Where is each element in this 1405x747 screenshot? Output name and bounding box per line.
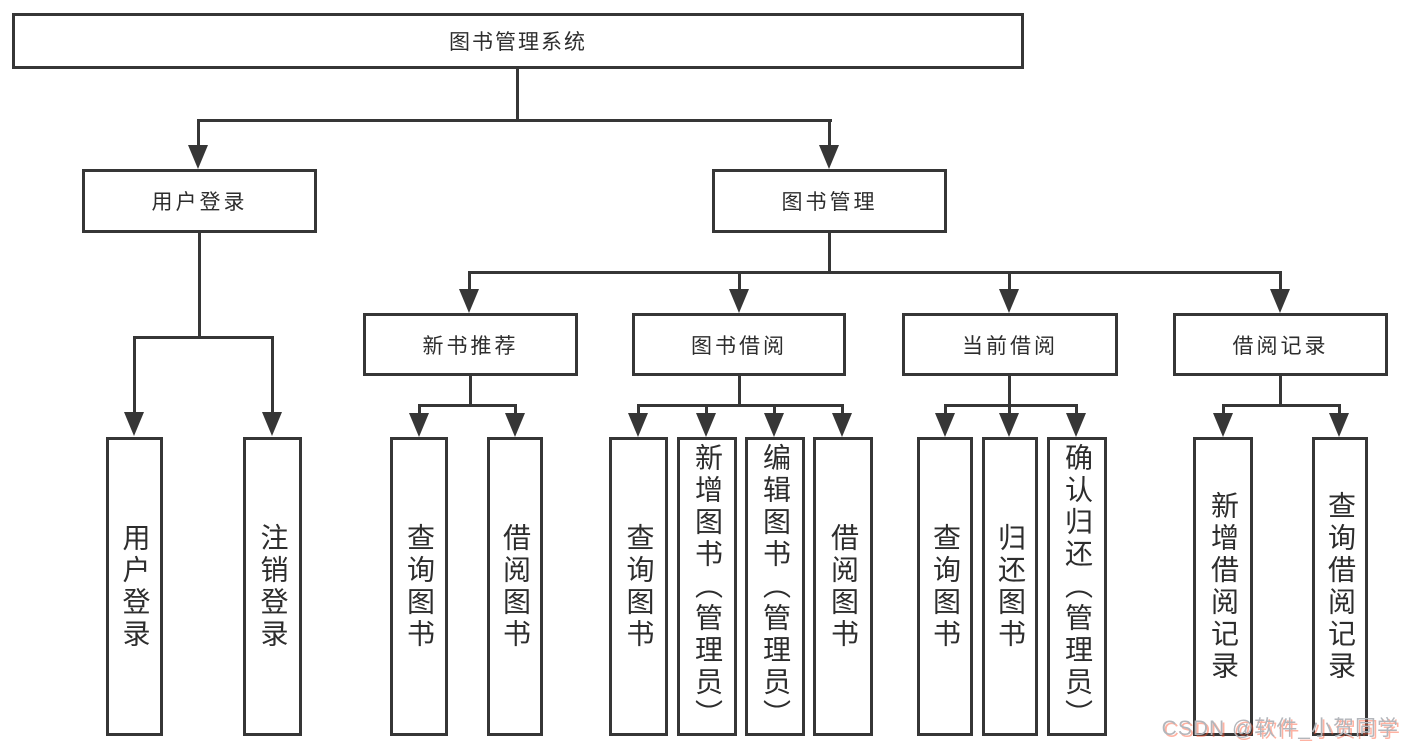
connector-drop [1008, 404, 1011, 415]
connector-stem [1279, 376, 1282, 407]
connector-drop [197, 119, 200, 147]
connector-drop [944, 404, 947, 415]
node-current-borrow-label: 当前借阅 [962, 334, 1058, 358]
arrow-down-icon [935, 413, 955, 437]
connector-drop [1338, 404, 1341, 415]
leaf-borrow-edit-admin: 编辑图书（管理员） [745, 437, 805, 736]
arrow-down-icon [729, 289, 749, 313]
arrow-down-icon [124, 412, 144, 436]
node-user-login: 用户登录 [82, 169, 317, 233]
leaf-user-login: 用户登录 [106, 437, 163, 736]
leaf-current-query-label: 查询图书 [930, 522, 961, 651]
connector-stem [469, 376, 472, 407]
connector-stem [738, 376, 741, 407]
connector-drop [773, 404, 776, 415]
connector-drop [1222, 404, 1225, 415]
connector-drop [637, 404, 640, 415]
node-current-borrow: 当前借阅 [902, 313, 1118, 376]
node-book-mgmt-label: 图书管理 [781, 191, 878, 214]
leaf-user-login-label: 用户登录 [119, 522, 151, 651]
leaf-borrow-add-admin-label: 新增图书（管理员） [692, 442, 723, 731]
leaf-newbook-query-label: 查询图书 [404, 522, 435, 651]
arrow-down-icon [696, 413, 716, 437]
arrow-down-icon [1329, 413, 1349, 437]
node-book-borrow: 图书借阅 [632, 313, 846, 376]
leaf-current-confirm-admin-label: 确认归还（管理员） [1062, 442, 1093, 731]
leaf-borrow-add-admin: 新增图书（管理员） [677, 437, 737, 736]
connector-branch [637, 404, 844, 407]
leaf-borrow-borrow: 借阅图书 [813, 437, 873, 736]
connector-drop [514, 404, 517, 415]
leaf-record-add: 新增借阅记录 [1193, 437, 1253, 736]
leaf-borrow-borrow-label: 借阅图书 [828, 522, 859, 651]
arrow-down-icon [188, 145, 208, 169]
arrow-down-icon [1270, 289, 1290, 313]
connector-drop [705, 404, 708, 415]
connector-stem [1008, 376, 1011, 407]
arrow-down-icon [409, 413, 429, 437]
leaf-logout-label: 注销登录 [257, 522, 289, 651]
leaf-newbook-borrow-label: 借阅图书 [500, 522, 531, 651]
connector-drop [133, 336, 136, 414]
connector-level2-branch [197, 119, 832, 122]
arrow-down-icon [999, 289, 1019, 313]
arrow-down-icon [459, 289, 479, 313]
leaf-record-query-label: 查询借阅记录 [1325, 490, 1356, 683]
leaf-borrow-query: 查询图书 [609, 437, 668, 736]
node-borrow-record-label: 借阅记录 [1232, 334, 1329, 358]
connector-drop [468, 271, 471, 291]
node-book-borrow-label: 图书借阅 [691, 334, 787, 358]
node-root: 图书管理系统 [12, 13, 1024, 69]
leaf-current-query: 查询图书 [917, 437, 973, 736]
leaf-borrow-edit-admin-label: 编辑图书（管理员） [760, 442, 791, 731]
connector-drop [418, 404, 421, 415]
arrow-down-icon [1213, 413, 1233, 437]
arrow-down-icon [832, 413, 852, 437]
arrow-down-icon [819, 145, 839, 169]
arrow-down-icon [1066, 413, 1086, 437]
arrow-down-icon [999, 413, 1019, 437]
leaf-newbook-query: 查询图书 [390, 437, 448, 736]
node-new-book: 新书推荐 [363, 313, 578, 376]
leaf-record-query: 查询借阅记录 [1312, 437, 1368, 736]
node-user-login-label: 用户登录 [151, 191, 248, 214]
connector-branch [418, 404, 517, 407]
connector-drop [1008, 271, 1011, 291]
connector-trunk [516, 69, 519, 121]
connector-level3-branch [468, 271, 1282, 274]
connector-drop [1279, 271, 1282, 291]
connector-drop [738, 271, 741, 291]
node-borrow-record: 借阅记录 [1173, 313, 1388, 376]
connector-drop [271, 336, 274, 414]
leaf-current-confirm-admin: 确认归还（管理员） [1047, 437, 1107, 736]
connector-drop [1075, 404, 1078, 415]
leaf-newbook-borrow: 借阅图书 [487, 437, 543, 736]
node-root-label: 图书管理系统 [449, 31, 587, 54]
arrow-down-icon [764, 413, 784, 437]
connector-branch [944, 404, 1078, 407]
connector-stem [828, 233, 831, 274]
connector-drop [841, 404, 844, 415]
leaf-borrow-query-label: 查询图书 [623, 522, 655, 651]
connector-drop [828, 119, 831, 147]
node-new-book-label: 新书推荐 [422, 334, 519, 358]
leaf-current-return-label: 归还图书 [995, 522, 1026, 651]
connector-branch [1222, 404, 1341, 407]
arrow-down-icon [505, 413, 525, 437]
leaf-logout: 注销登录 [243, 437, 302, 736]
connector-stem [198, 233, 201, 339]
arrow-down-icon [628, 413, 648, 437]
connector-branch [133, 336, 274, 339]
node-book-mgmt: 图书管理 [712, 169, 947, 233]
arrow-down-icon [262, 412, 282, 436]
csdn-watermark: CSDN @软件_小贺同学 [1161, 717, 1399, 740]
leaf-current-return: 归还图书 [982, 437, 1038, 736]
leaf-record-add-label: 新增借阅记录 [1208, 490, 1239, 683]
